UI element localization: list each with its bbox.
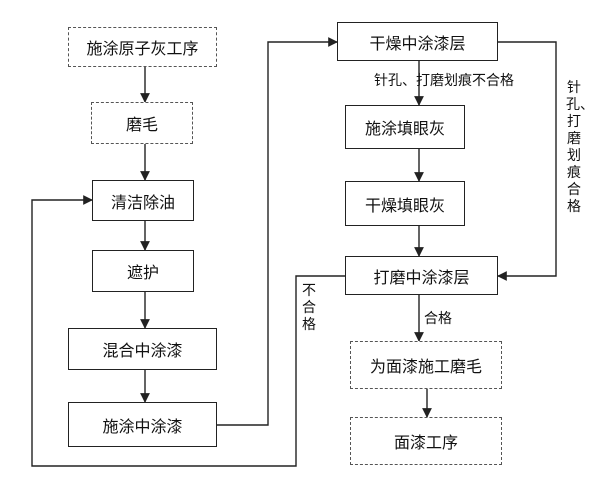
node-masking: 遮护: [92, 250, 194, 292]
node-topcoat-process: 面漆工序: [350, 417, 502, 465]
label-pinholes-ok: 针孔、打磨划痕合格: [566, 80, 594, 215]
node-fill-pinholes: 施涂填眼灰: [345, 105, 465, 149]
label-not-qualified: 不合格: [302, 283, 316, 333]
node-cleaning: 清洁除油: [92, 180, 194, 221]
node-sand-mid-coat: 打磨中涂漆层: [345, 256, 498, 295]
node-mix-mid-coat: 混合中涂漆: [68, 328, 217, 370]
arrow-apply-to-dry: [217, 37, 338, 426]
node-sand-for-topcoat: 为面漆施工磨毛: [350, 341, 502, 389]
node-apply-mid-coat: 施涂中涂漆: [68, 402, 217, 447]
label-qualified: 合格: [424, 311, 452, 327]
node-sanding: 磨毛: [91, 102, 193, 144]
arrow-dry-to-sand-bypass: [497, 41, 557, 281]
node-dry-fill: 干燥填眼灰: [345, 181, 465, 226]
node-apply-atomic-ash: 施涂原子灰工序: [68, 27, 217, 67]
label-pinholes-defect: 针孔、打磨划痕不合格: [374, 73, 514, 89]
node-dry-mid-coat: 干燥中涂漆层: [337, 22, 498, 61]
arrow-sand-to-cleaning-return: [31, 195, 345, 467]
